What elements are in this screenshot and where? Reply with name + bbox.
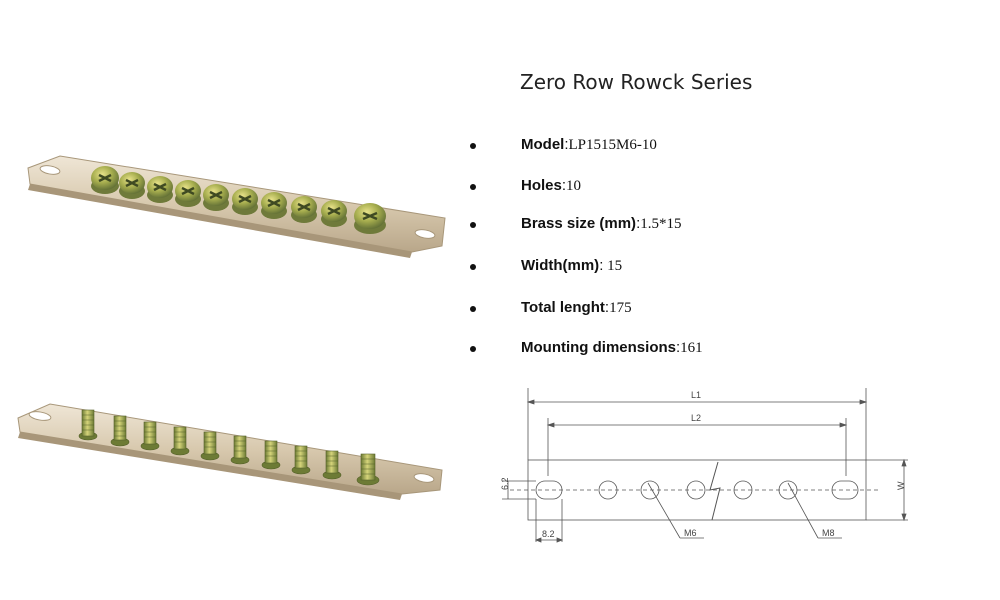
spec-mounting-dimensions: Mounting dimensions:161 bbox=[0, 339, 1000, 361]
dimension-width: W bbox=[896, 481, 906, 490]
spec-value: 161 bbox=[680, 340, 703, 356]
screw-heads bbox=[91, 166, 386, 234]
bullet-icon bbox=[470, 306, 476, 312]
spec-label: Width(mm) bbox=[521, 257, 600, 274]
spec-value: 1.5*15 bbox=[640, 216, 682, 232]
label-m6: M6 bbox=[684, 528, 697, 538]
spec-value: 15 bbox=[603, 258, 623, 274]
busbar-bottom bbox=[17, 403, 443, 500]
spec-total-length: Total lenght:175 bbox=[0, 299, 1000, 321]
product-photo-top bbox=[27, 155, 446, 258]
spec-list: Model:LP1515M6-10 Holes:10 Brass size (m… bbox=[0, 136, 1000, 361]
spec-value: LP1515M6-10 bbox=[568, 137, 657, 153]
dimension-height: 6.2 bbox=[500, 477, 510, 490]
spec-value: 10 bbox=[566, 178, 582, 194]
bullet-icon bbox=[470, 346, 476, 352]
dimension-l2: L2 bbox=[691, 413, 701, 423]
spec-value: 175 bbox=[609, 300, 632, 316]
spec-width: Width(mm): 15 bbox=[0, 257, 1000, 279]
spec-label: Model bbox=[521, 136, 565, 153]
spec-label: Holes bbox=[521, 177, 562, 194]
spec-label: Brass size (mm) bbox=[521, 215, 637, 232]
spec-brass-size: Brass size (mm):1.5*15 bbox=[0, 215, 1000, 237]
technical-drawing: L1 L2 6.2 8.2 W M6 M8 bbox=[500, 388, 908, 543]
dimension-l1: L1 bbox=[691, 390, 701, 400]
spec-label: Mounting dimensions bbox=[521, 339, 676, 356]
bullet-icon bbox=[470, 264, 476, 270]
spec-holes: Holes:10 bbox=[0, 177, 1000, 199]
bullet-icon bbox=[470, 143, 476, 149]
page-title: Zero Row Rowck Series bbox=[520, 70, 753, 94]
label-m8: M8 bbox=[822, 528, 835, 538]
product-photo-bottom bbox=[17, 403, 443, 500]
threaded-studs bbox=[78, 409, 380, 486]
bullet-icon bbox=[470, 222, 476, 228]
dimension-offset: 8.2 bbox=[542, 529, 555, 539]
bullet-icon bbox=[470, 184, 476, 190]
spec-model: Model:LP1515M6-10 bbox=[0, 136, 1000, 158]
spec-label: Total lenght bbox=[521, 299, 605, 316]
